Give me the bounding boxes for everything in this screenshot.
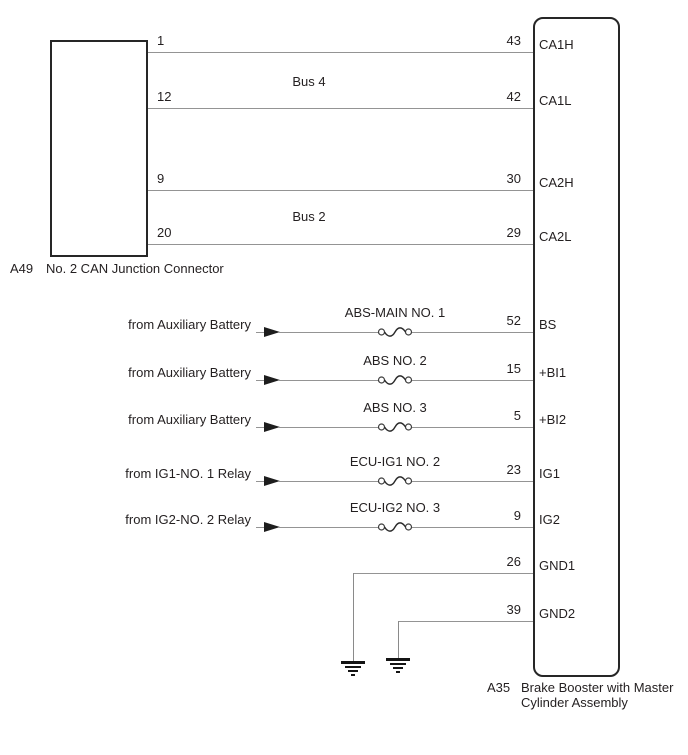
pin-number: 39: [506, 602, 521, 617]
a35-name-line1: Brake Booster with Master: [521, 680, 674, 695]
fuse-label: ABS-MAIN NO. 1: [344, 305, 446, 320]
a49-name: No. 2 CAN Junction Connector: [46, 261, 224, 276]
a35-code: A35: [487, 680, 511, 695]
fuse-icon: [377, 422, 413, 432]
fuse-icon: [377, 327, 413, 337]
fuse-label: ABS NO. 2: [363, 353, 427, 368]
terminal-label: GND1: [539, 558, 576, 573]
fuse-icon: [377, 476, 413, 486]
wire-segment: [412, 332, 533, 333]
terminal-label: IG1: [539, 466, 560, 481]
pin-number: 52: [506, 313, 521, 328]
pin-number: 1: [157, 33, 165, 48]
a35-ecu-box: [533, 17, 620, 677]
arrow-icon: [264, 375, 280, 385]
arrow-icon: [264, 422, 280, 432]
a49-code: A49: [10, 261, 34, 276]
wire-stub: [256, 380, 266, 381]
fuse-label: ECU-IG2 NO. 3: [349, 500, 441, 515]
terminal-label: +BI1: [539, 365, 567, 380]
source-label: from Auxiliary Battery: [128, 317, 251, 332]
terminal-label: +BI2: [539, 412, 567, 427]
can-wire: [148, 108, 533, 109]
can-wire: [148, 190, 533, 191]
can-wire: [148, 244, 533, 245]
wire-segment: [279, 481, 378, 482]
arrow-icon: [264, 522, 280, 532]
pin-number: 42: [506, 89, 521, 104]
wire-segment: [412, 380, 533, 381]
a35-name-line2: Cylinder Assembly: [521, 695, 628, 710]
fuse-icon: [377, 375, 413, 385]
wire-segment: [279, 332, 378, 333]
terminal-label: CA2L: [539, 229, 572, 244]
a49-connector-box: [50, 40, 148, 257]
pin-number: 20: [157, 225, 172, 240]
pin-number: 9: [157, 171, 165, 186]
pin-number: 15: [506, 361, 521, 376]
wire-segment: [279, 380, 378, 381]
fuse-label: ECU-IG1 NO. 2: [349, 454, 441, 469]
wire-segment: [279, 527, 378, 528]
pin-number: 29: [506, 225, 521, 240]
pin-number: 12: [157, 89, 172, 104]
wire-segment: [412, 527, 533, 528]
fuse-icon: [377, 522, 413, 532]
pin-number: 26: [506, 554, 521, 569]
terminal-label: IG2: [539, 512, 560, 527]
wire-stub: [256, 527, 266, 528]
fuse-label: ABS NO. 3: [363, 400, 427, 415]
wire-segment: [279, 427, 378, 428]
pin-number: 9: [513, 508, 521, 523]
bus-label: Bus 4: [292, 74, 326, 89]
ground-wire: [353, 573, 533, 574]
terminal-label: CA1H: [539, 37, 574, 52]
terminal-label: BS: [539, 317, 557, 332]
pin-number: 5: [513, 408, 521, 423]
arrow-icon: [264, 327, 280, 337]
pin-number: 43: [506, 33, 521, 48]
source-label: from Auxiliary Battery: [128, 412, 251, 427]
a35-name: Brake Booster with Master Cylinder Assem…: [521, 680, 688, 710]
source-label: from IG2-NO. 2 Relay: [125, 512, 251, 527]
wire-stub: [256, 481, 266, 482]
ground-wire-vertical: [398, 621, 399, 658]
can-wire: [148, 52, 533, 53]
source-label: from Auxiliary Battery: [128, 365, 251, 380]
wire-stub: [256, 427, 266, 428]
ground-wire: [398, 621, 533, 622]
pin-number: 30: [506, 171, 521, 186]
pin-number: 23: [506, 462, 521, 477]
ground-wire-vertical: [353, 573, 354, 661]
wire-stub: [256, 332, 266, 333]
source-label: from IG1-NO. 1 Relay: [125, 466, 251, 481]
terminal-label: GND2: [539, 606, 576, 621]
arrow-icon: [264, 476, 280, 486]
terminal-label: CA1L: [539, 93, 572, 108]
bus-label: Bus 2: [292, 209, 326, 224]
terminal-label: CA2H: [539, 175, 574, 190]
wire-segment: [412, 481, 533, 482]
wire-segment: [412, 427, 533, 428]
